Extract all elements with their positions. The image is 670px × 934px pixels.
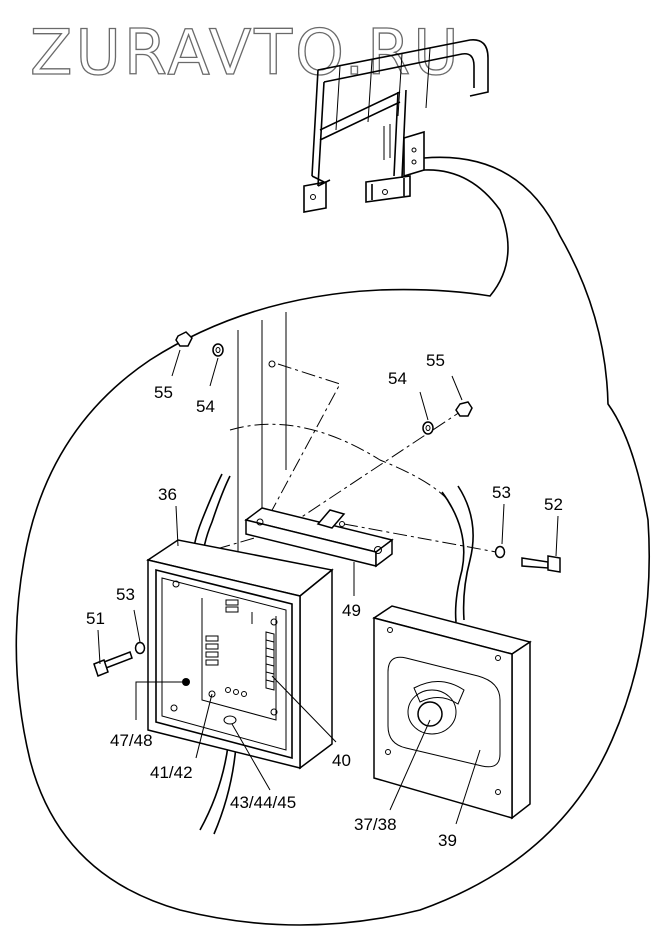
- washer-54-left: [212, 343, 224, 357]
- mast-lines: [237, 312, 287, 556]
- control-box: [146, 539, 334, 770]
- detail-callout-outline: [15, 156, 650, 926]
- pendant-control: [372, 605, 532, 820]
- callout-52: 52: [544, 495, 563, 514]
- bolt-51: [103, 651, 133, 669]
- bolt-52: [521, 557, 549, 569]
- callout-55-left: 55: [154, 383, 173, 402]
- callout-36: 36: [158, 485, 177, 504]
- washer-54-right: [422, 421, 434, 435]
- washer-53-right: [494, 545, 506, 559]
- callout-37-38: 37/38: [354, 815, 397, 834]
- nut-55-right: [455, 401, 473, 417]
- callout-39: 39: [438, 831, 457, 850]
- callout-55-right: 55: [426, 351, 445, 370]
- callout-53-right: 53: [492, 483, 511, 502]
- guard-frame: [303, 39, 489, 213]
- callout-labels: 55 54 54 55 36 53 52 53 51 49 47/48 41/4…: [86, 351, 563, 850]
- watermark-text: ZURAVTO.RU: [30, 16, 462, 89]
- fastener-hardware: [93, 331, 561, 677]
- callout-40: 40: [332, 751, 351, 770]
- leader-lines: [97, 349, 559, 825]
- callout-43-44-45: 43/44/45: [230, 793, 296, 812]
- callout-51: 51: [86, 609, 105, 628]
- mounting-bracket: [244, 507, 394, 568]
- callout-49: 49: [342, 601, 361, 620]
- callout-54-left: 54: [196, 397, 215, 416]
- callout-41-42: 41/42: [150, 763, 193, 782]
- callout-53-left: 53: [116, 585, 135, 604]
- nut-55-left: [175, 331, 193, 347]
- callout-54-right: 54: [388, 369, 407, 388]
- callout-47-48: 47/48: [110, 731, 153, 750]
- washer-53-left: [134, 641, 146, 655]
